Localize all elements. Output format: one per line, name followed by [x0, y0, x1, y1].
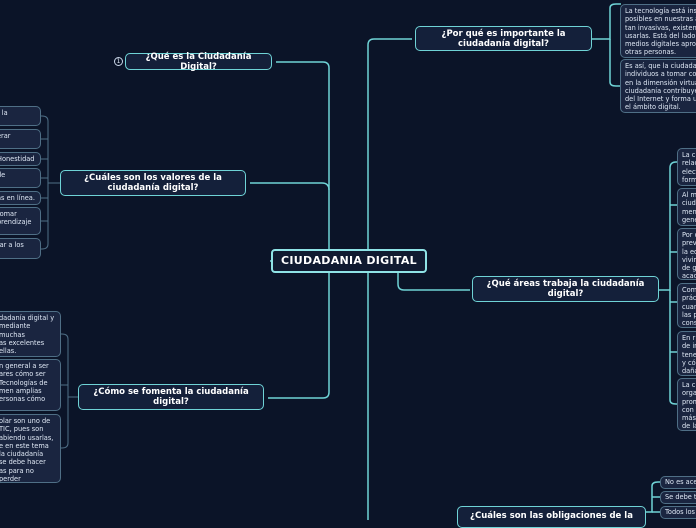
topic-valores-label: ¿Cuáles son los valores de la ciudadanía… — [84, 173, 222, 193]
topic-areas[interactable]: ¿Qué áreas trabaja la ciudadanía digital… — [472, 276, 659, 302]
leaf-valores-6[interactable]: tomar prendizaje — [0, 207, 41, 235]
root-label: CIUDADANIA DIGITAL — [281, 254, 417, 267]
topic-areas-label: ¿Qué áreas trabaja la ciudadanía digital… — [486, 279, 645, 299]
leaf-areas-4[interactable]: Com práct cuan las p cons — [677, 283, 696, 328]
leaf-areas-6[interactable]: La ci orga prom con más de la — [677, 378, 696, 431]
topic-fomenta-label: ¿Cómo se fomenta la ciudadanía digital? — [93, 387, 249, 407]
leaf-areas-3[interactable]: Por c prev la ed vivim de g acad — [677, 228, 696, 280]
topic-obligaciones-label: ¿Cuáles son las obligaciones de la — [470, 511, 633, 521]
topic-obligaciones[interactable]: ¿Cuáles son las obligaciones de la — [457, 506, 646, 528]
topic-por-que[interactable]: ¿Por qué es importante la ciudadanía dig… — [415, 26, 592, 51]
leaf-areas-2[interactable]: Al m ciuda men gene — [677, 188, 696, 226]
leaf-valores-3[interactable]: Honestidad — [0, 152, 41, 166]
leaf-obligaciones-2[interactable]: Se debe t — [660, 491, 696, 504]
topic-fomenta[interactable]: ¿Cómo se fomenta la ciudadanía digital? — [78, 384, 264, 410]
leaf-obligaciones-3[interactable]: Todos los — [660, 506, 696, 519]
topic-valores[interactable]: ¿Cuáles son los valores de la ciudadanía… — [60, 170, 246, 196]
leaf-valores-7[interactable]: tar a los — [0, 238, 41, 259]
leaf-fomenta-3[interactable]: olar son uno de TIC, pues son abiendo us… — [0, 414, 61, 483]
leaf-areas-5[interactable]: En r de ir tene y cói daña — [677, 331, 696, 376]
topic-que-es-label: ¿Qué es la Ciudadanía Digital? — [145, 51, 252, 72]
leaf-obligaciones-1[interactable]: No es ace — [660, 476, 696, 489]
root-node[interactable]: CIUDADANIA DIGITAL — [271, 249, 427, 273]
leaf-fomenta-2[interactable]: n general a ser ares cómo ser Tecnología… — [0, 359, 61, 411]
leaf-valores-1[interactable]: r la — [0, 106, 41, 126]
topic-que-es[interactable]: ¿Qué es la Ciudadanía Digital? — [125, 51, 272, 72]
number-badge-icon: 1 — [114, 57, 123, 66]
leaf-areas-1[interactable]: La c relac elect form — [677, 148, 696, 186]
leaf-fomenta-1[interactable]: dadanía digital y mediante muchas as exc… — [0, 311, 61, 357]
leaf-por-que-2[interactable]: Es así, que la ciudadan individuos a tom… — [620, 59, 696, 113]
topic-por-que-label: ¿Por qué es importante la ciudadanía dig… — [441, 28, 566, 49]
leaf-por-que-1[interactable]: La tecnología está inse posibles en nues… — [620, 4, 696, 58]
leaf-valores-4[interactable]: de — [0, 168, 41, 188]
leaf-valores-5[interactable]: as en línea. — [0, 191, 41, 205]
